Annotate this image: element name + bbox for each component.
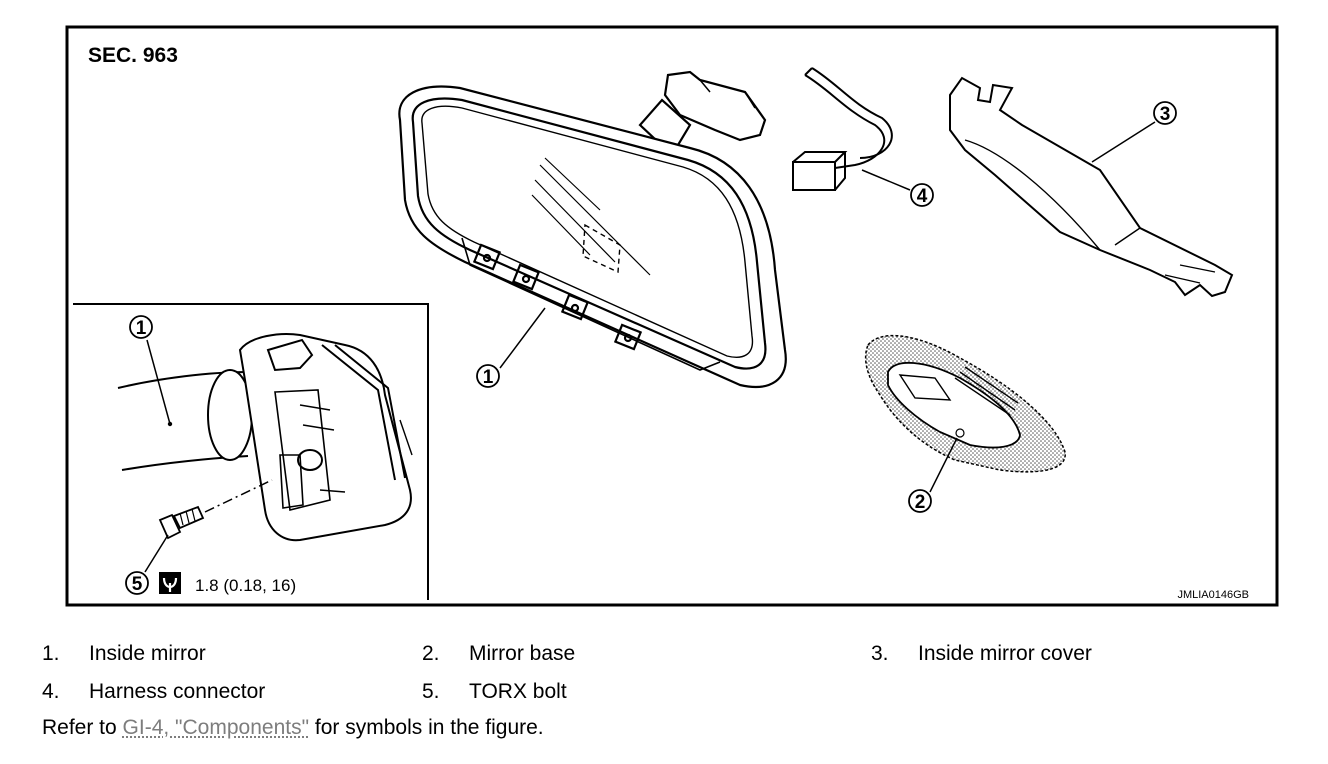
svg-text:2: 2 <box>915 492 926 513</box>
svg-text:5: 5 <box>132 574 143 595</box>
inside-mirror-illustration <box>398 70 787 389</box>
mirror-base-illustration <box>864 334 1066 473</box>
svg-text:1: 1 <box>483 367 494 388</box>
legend-number: 4. <box>42 680 60 703</box>
reference-note: Refer to GI-4, "Components" for symbols … <box>42 716 544 740</box>
leader-line <box>929 437 958 493</box>
legend-number: 5. <box>422 680 440 703</box>
leader-line <box>1091 121 1156 163</box>
leader-line <box>144 534 169 573</box>
inset-mount-illustration <box>117 333 413 542</box>
legend-label: Inside mirror cover <box>918 642 1092 665</box>
figure-frame <box>65 25 1279 607</box>
legend-number: 1. <box>42 642 60 665</box>
legend-number: 2. <box>422 642 440 665</box>
dash-leader <box>204 479 273 513</box>
reference-suffix: for symbols in the figure. <box>309 716 544 739</box>
callout-3: 3 <box>1153 101 1177 125</box>
leader-line <box>499 307 546 369</box>
leader-line <box>146 339 171 425</box>
legend-label: Inside mirror <box>89 642 206 665</box>
svg-text:3: 3 <box>1160 104 1171 125</box>
callout-2: 2 <box>908 489 932 513</box>
leader-line <box>861 169 911 191</box>
figure-code: JMLIA0146GB <box>1177 589 1249 601</box>
callout-1-main: 1 <box>476 364 500 388</box>
torx-bolt-illustration <box>158 505 205 540</box>
harness-connector-illustration <box>792 67 893 191</box>
torque-spec: 1.8 (0.18, 16) <box>195 576 296 595</box>
svg-text:4: 4 <box>917 186 928 207</box>
callout-5: 5 <box>125 571 149 595</box>
torque-wrench-icon <box>159 572 181 594</box>
legend-number: 3. <box>871 642 889 665</box>
legend-label: TORX bolt <box>469 680 567 703</box>
section-label: SEC. 963 <box>88 44 178 67</box>
inside-mirror-cover-illustration <box>949 76 1234 298</box>
components-diagram: SEC. 963 <box>65 25 1279 607</box>
inset-frame <box>73 303 429 600</box>
svg-text:1: 1 <box>136 318 147 339</box>
legend-label: Harness connector <box>89 680 266 703</box>
callout-1-inset: 1 <box>129 315 153 339</box>
callout-4: 4 <box>910 183 934 207</box>
legend-label: Mirror base <box>469 642 576 665</box>
reference-prefix: Refer to <box>42 716 123 739</box>
components-link[interactable]: GI-4, "Components" <box>122 716 310 739</box>
